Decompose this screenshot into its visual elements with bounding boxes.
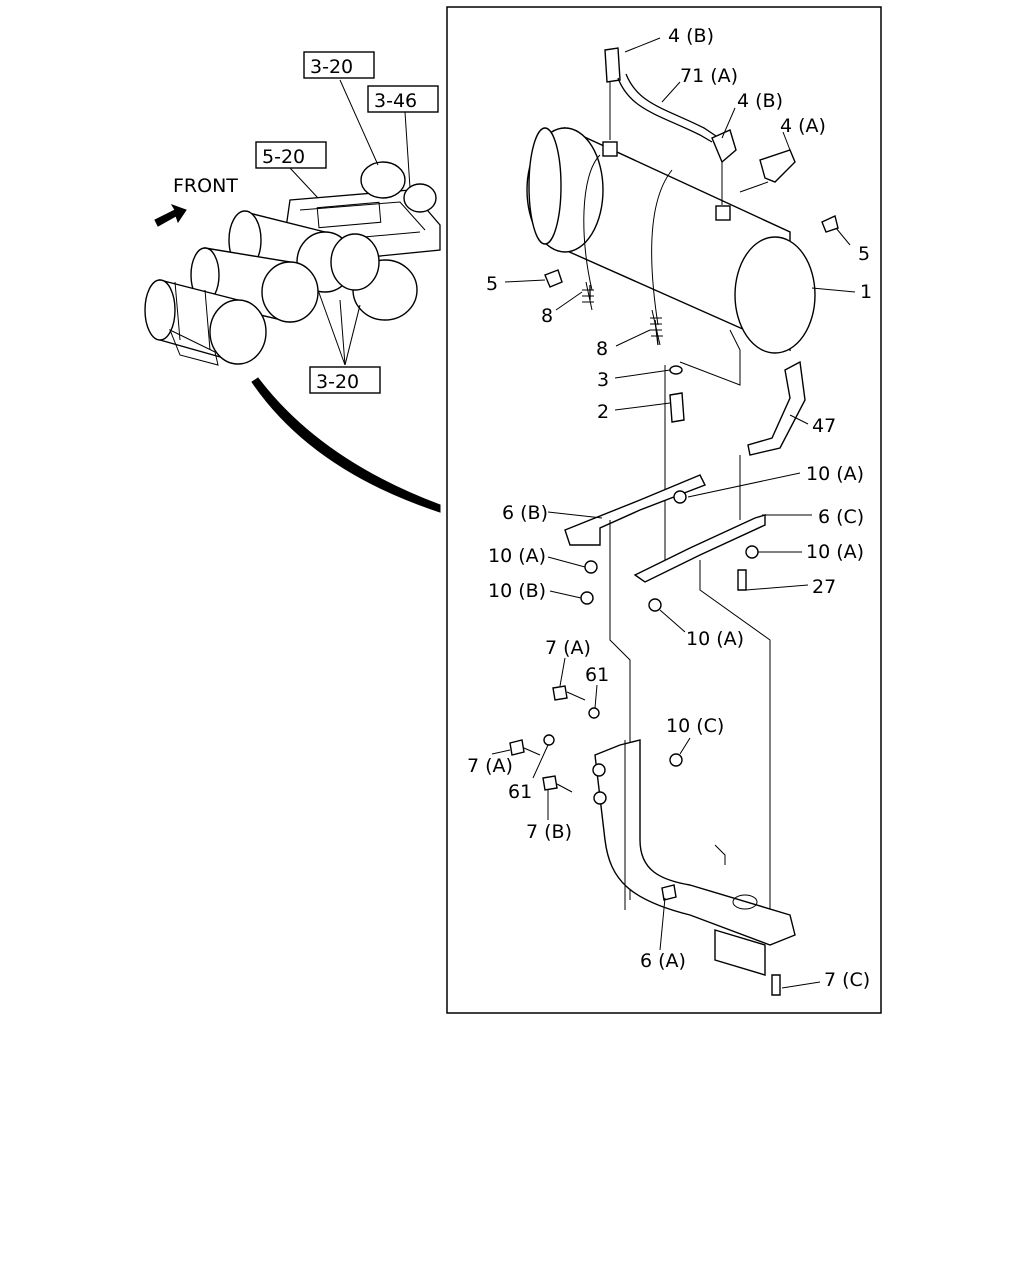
ref-box-3-20-top: 3-20 (310, 56, 353, 78)
callout-6b: 6 (B) (502, 502, 548, 524)
callout-8-left: 8 (541, 305, 553, 327)
callout-7a-top: 7 (A) (545, 637, 591, 659)
callout-61-top: 61 (585, 664, 609, 686)
callout-4b-mid: 4 (B) (737, 90, 783, 112)
callout-5-left: 5 (486, 273, 498, 295)
callout-8-mid: 8 (596, 338, 608, 360)
callout-10a-1: 10 (A) (806, 463, 864, 485)
callout-47: 47 (812, 415, 836, 437)
callout-6c: 6 (C) (818, 506, 864, 528)
leader-lines (491, 37, 856, 989)
front-label: FRONT (173, 175, 238, 197)
ref-box-3-46: 3-46 (374, 90, 417, 112)
ref-box-5-20: 5-20 (262, 146, 305, 168)
callout-2: 2 (597, 401, 609, 423)
ref-box-3-20-bottom: 3-20 (316, 371, 359, 393)
callout-7a-left: 7 (A) (467, 755, 513, 777)
callout-10a-3: 10 (A) (488, 545, 546, 567)
callout-10b: 10 (B) (488, 580, 546, 602)
callout-labels: 4 (B) 71 (A) 4 (B) 4 (A) 5 1 5 8 8 3 2 4… (467, 25, 872, 991)
callout-7c: 7 (C) (824, 969, 870, 991)
detail-frame (446, 6, 882, 1014)
detail-drawing (509, 47, 839, 996)
callout-10a-2: 10 (A) (806, 541, 864, 563)
vehicle-overview: FRONT 3-20 3-46 5-20 3-20 (144, 51, 441, 513)
callout-61-left: 61 (508, 781, 532, 803)
detail-pointer-curve (251, 377, 441, 513)
callout-5-right: 5 (858, 243, 870, 265)
callout-1: 1 (860, 281, 872, 303)
callout-10a-4: 10 (A) (686, 628, 744, 650)
callout-6a: 6 (A) (640, 950, 686, 972)
callout-27: 27 (812, 576, 836, 598)
callout-4a: 4 (A) (780, 115, 826, 137)
callout-3: 3 (597, 369, 609, 391)
callout-71a: 71 (A) (680, 65, 738, 87)
callout-10c: 10 (C) (666, 715, 724, 737)
front-arrow-icon (154, 204, 187, 227)
callout-4b-top: 4 (B) (668, 25, 714, 47)
callout-7b: 7 (B) (526, 821, 572, 843)
